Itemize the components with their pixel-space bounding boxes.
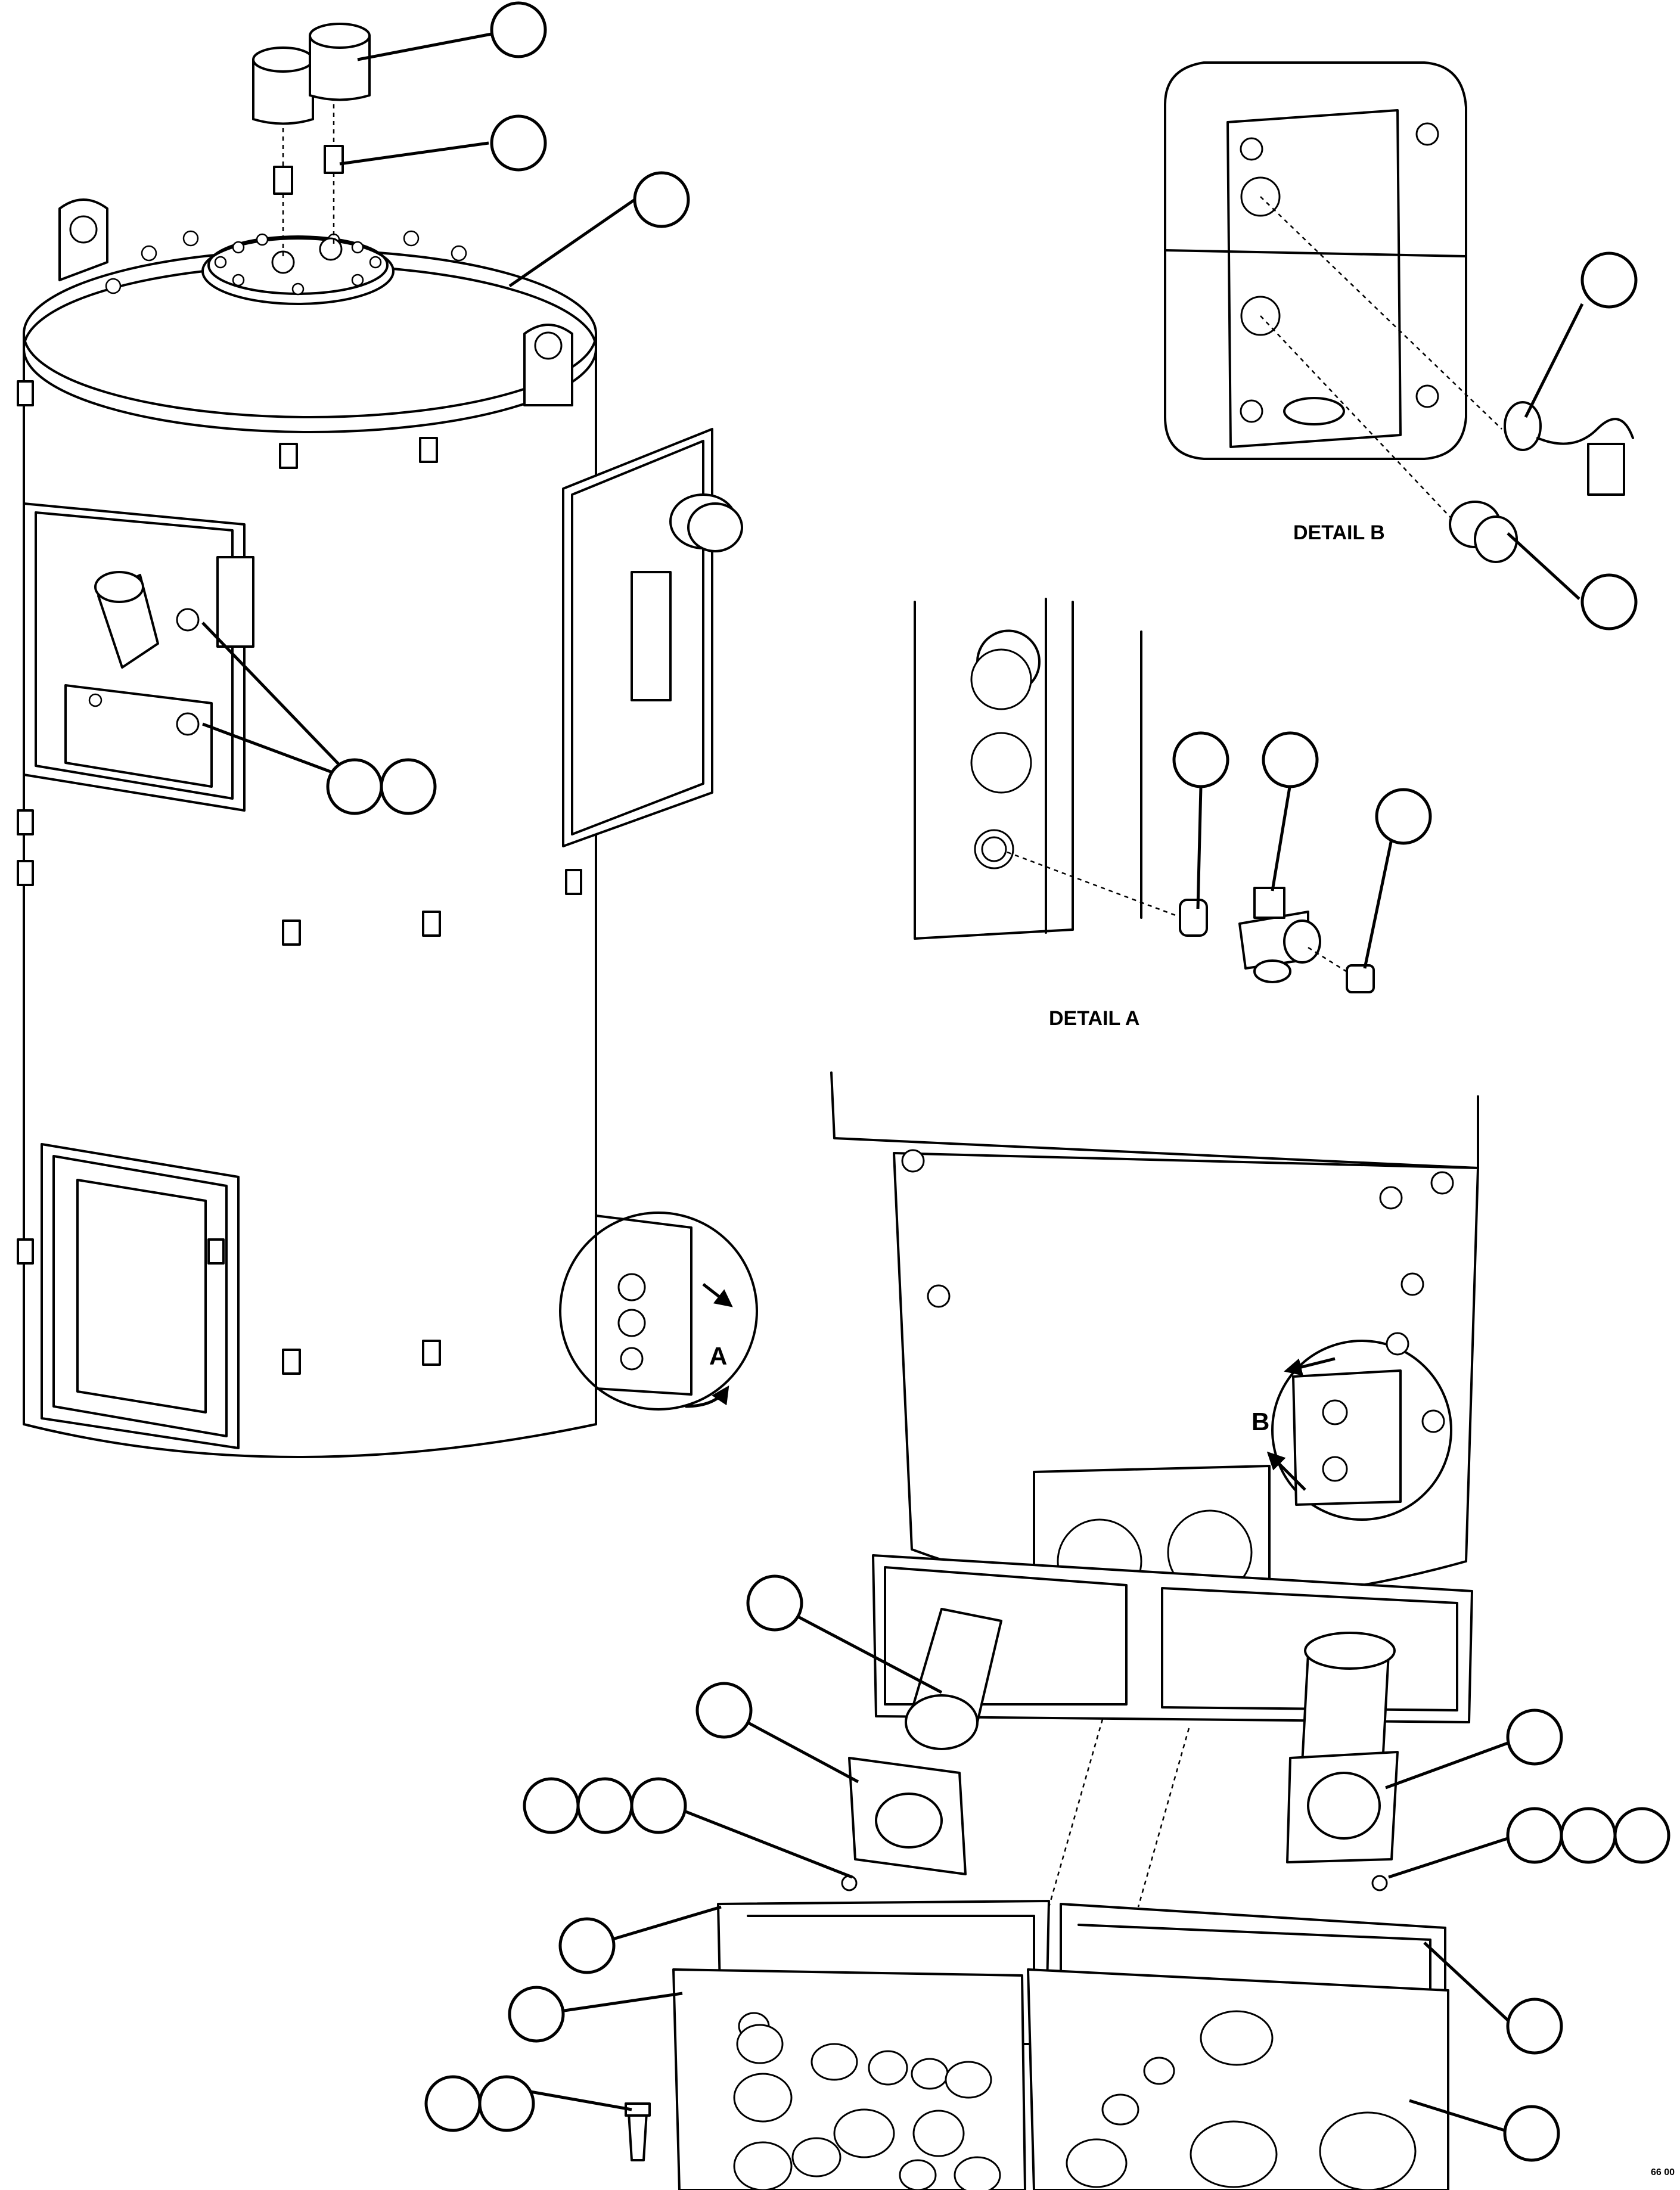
detail-a-label: DETAIL A bbox=[1049, 1007, 1139, 1030]
callout-balloon bbox=[523, 1777, 580, 1834]
callout-balloon bbox=[576, 1777, 634, 1834]
callout-balloon bbox=[1172, 731, 1229, 788]
callout-balloon bbox=[1506, 1998, 1563, 2055]
callout-balloon bbox=[1580, 251, 1638, 309]
callout-balloon bbox=[490, 114, 547, 172]
callout-balloon bbox=[558, 1917, 616, 1974]
callout-balloon bbox=[695, 1682, 753, 1739]
callout-balloon bbox=[1375, 788, 1432, 845]
tank-underside-view: 66 00 bbox=[625, 1071, 1675, 2190]
callout-balloon bbox=[508, 1986, 565, 2043]
detail-b-marker: B bbox=[1252, 1408, 1269, 1436]
callout-balloon bbox=[1262, 731, 1319, 788]
figure-code: 66 00 bbox=[1651, 2167, 1675, 2177]
callout-leaders bbox=[201, 32, 1584, 2132]
callout-balloon bbox=[1506, 1708, 1563, 1766]
callout-balloon bbox=[633, 171, 690, 228]
callout-balloon bbox=[478, 2075, 535, 2132]
callout-balloon bbox=[424, 2075, 482, 2132]
callout-balloon bbox=[1580, 573, 1638, 630]
detail-b-label: DETAIL B bbox=[1293, 521, 1385, 544]
callout-balloon bbox=[490, 1, 547, 58]
callout-balloon bbox=[1613, 1807, 1670, 1864]
callout-balloon bbox=[746, 1574, 803, 1632]
callout-balloon bbox=[1503, 2105, 1560, 2162]
callout-balloon bbox=[1506, 1807, 1563, 1864]
callout-balloon bbox=[630, 1777, 687, 1834]
callout-balloons bbox=[326, 1, 1670, 2162]
callout-balloon bbox=[380, 758, 437, 815]
detail-a-drain-valve: DETAIL A bbox=[914, 598, 1375, 1030]
callout-balloon bbox=[1560, 1807, 1617, 1864]
detail-a-marker: A bbox=[709, 1342, 727, 1370]
detail-b-terminal-box: DETAIL B bbox=[1164, 61, 1634, 563]
callout-balloon bbox=[326, 758, 383, 815]
transformer-tank-main-view bbox=[17, 23, 758, 1458]
